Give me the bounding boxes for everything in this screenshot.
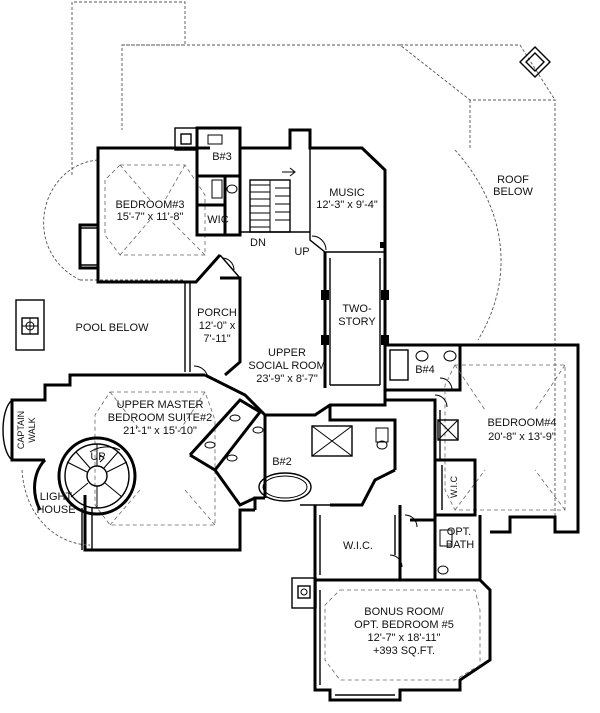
master-bath-walls: [188, 398, 264, 507]
bedroom3-dims: 15'-7" x 11'-8": [117, 211, 184, 223]
stairs-main: [240, 128, 343, 233]
master-suite-walls: [10, 373, 265, 552]
opt-bath-line2: BATH: [446, 539, 475, 551]
roof-outline: [43, 1, 556, 520]
chimney-bonus: [291, 577, 317, 609]
bath2-walls: [258, 405, 397, 507]
bath3-wic-walls: [195, 126, 242, 237]
bedroom3-name: BEDROOM#3: [115, 199, 184, 211]
social-dims: 23'-9" x 8'-7": [256, 373, 318, 385]
bonus-line1: BONUS ROOM/: [364, 606, 444, 618]
bedroom4-dims: 20'-8" x 13'-9": [488, 431, 556, 443]
room-labels: BEDROOM#3 15'-7" x 11'-8" B#3 WIC DN UP …: [16, 151, 557, 657]
master-dims: 21'-1" x 15'-10": [123, 425, 197, 437]
bonus-room-walls: [313, 578, 492, 702]
master-line2: BEDROOM SUITE#2: [108, 412, 213, 424]
lighthouse-line2: HOUSE: [36, 504, 75, 516]
up-stair-label: UP: [294, 246, 309, 258]
social-line2: SOCIAL ROOM: [248, 360, 325, 372]
porch-dims2: 7'-11": [203, 333, 230, 345]
music-name: MUSIC: [329, 187, 365, 199]
bedroom4-wic-optbath: [404, 419, 482, 582]
two-story-line1: TWO-: [342, 303, 372, 315]
two-story-line2: STORY: [338, 316, 376, 328]
bedroom4-name: BEDROOM#4: [487, 417, 556, 429]
roof-below-line1: ROOF: [497, 174, 529, 186]
bath4-walls: [385, 343, 462, 392]
wic-small-name: WIC: [207, 214, 228, 226]
bonus-sqft: +393 SQ.FT.: [373, 645, 435, 657]
opt-bath-line1: OPT.: [447, 526, 471, 538]
social-room-walls: [193, 365, 387, 417]
captain-line1: CAPTAIN: [16, 411, 26, 449]
roof-below-line2: BELOW: [493, 186, 533, 198]
bonus-line2: OPT. BEDROOM #5: [354, 619, 454, 631]
up-spiral-label: UP: [90, 451, 105, 463]
master-line1: UPPER MASTER: [117, 399, 204, 411]
wic-master-name: W.I.C.: [343, 540, 373, 552]
bonus-dims: 12'-7" x 18'-11": [368, 632, 441, 644]
captain-line2: WALK: [27, 417, 37, 442]
music-room-walls: [309, 146, 387, 253]
master-wic-walls: [313, 505, 403, 582]
social-line1: UPPER: [268, 347, 306, 359]
bath3-name: B#3: [212, 151, 232, 163]
bath4-name: B#4: [415, 364, 435, 376]
captain-walk-lighthouse: [2, 399, 137, 550]
skylight-diamond: [519, 46, 551, 78]
music-dims: 12'-3" x 9'-4": [316, 199, 378, 211]
bedroom3-walls: [78, 146, 222, 284]
two-story-walls: [321, 245, 389, 388]
chimney-pool-side: [15, 299, 45, 351]
dn-label: DN: [250, 237, 266, 249]
lighthouse-line1: LIGHT: [40, 491, 73, 503]
bedroom4-walls: [383, 343, 580, 534]
pool-below-label: POOL BELOW: [76, 322, 150, 334]
porch-walls: [184, 254, 242, 377]
bath2-name: B#2: [272, 456, 292, 468]
porch-dims1: 12'-0" x: [199, 320, 236, 332]
wic4-name: W.I.C: [449, 476, 459, 498]
porch-name: PORCH: [197, 307, 237, 319]
